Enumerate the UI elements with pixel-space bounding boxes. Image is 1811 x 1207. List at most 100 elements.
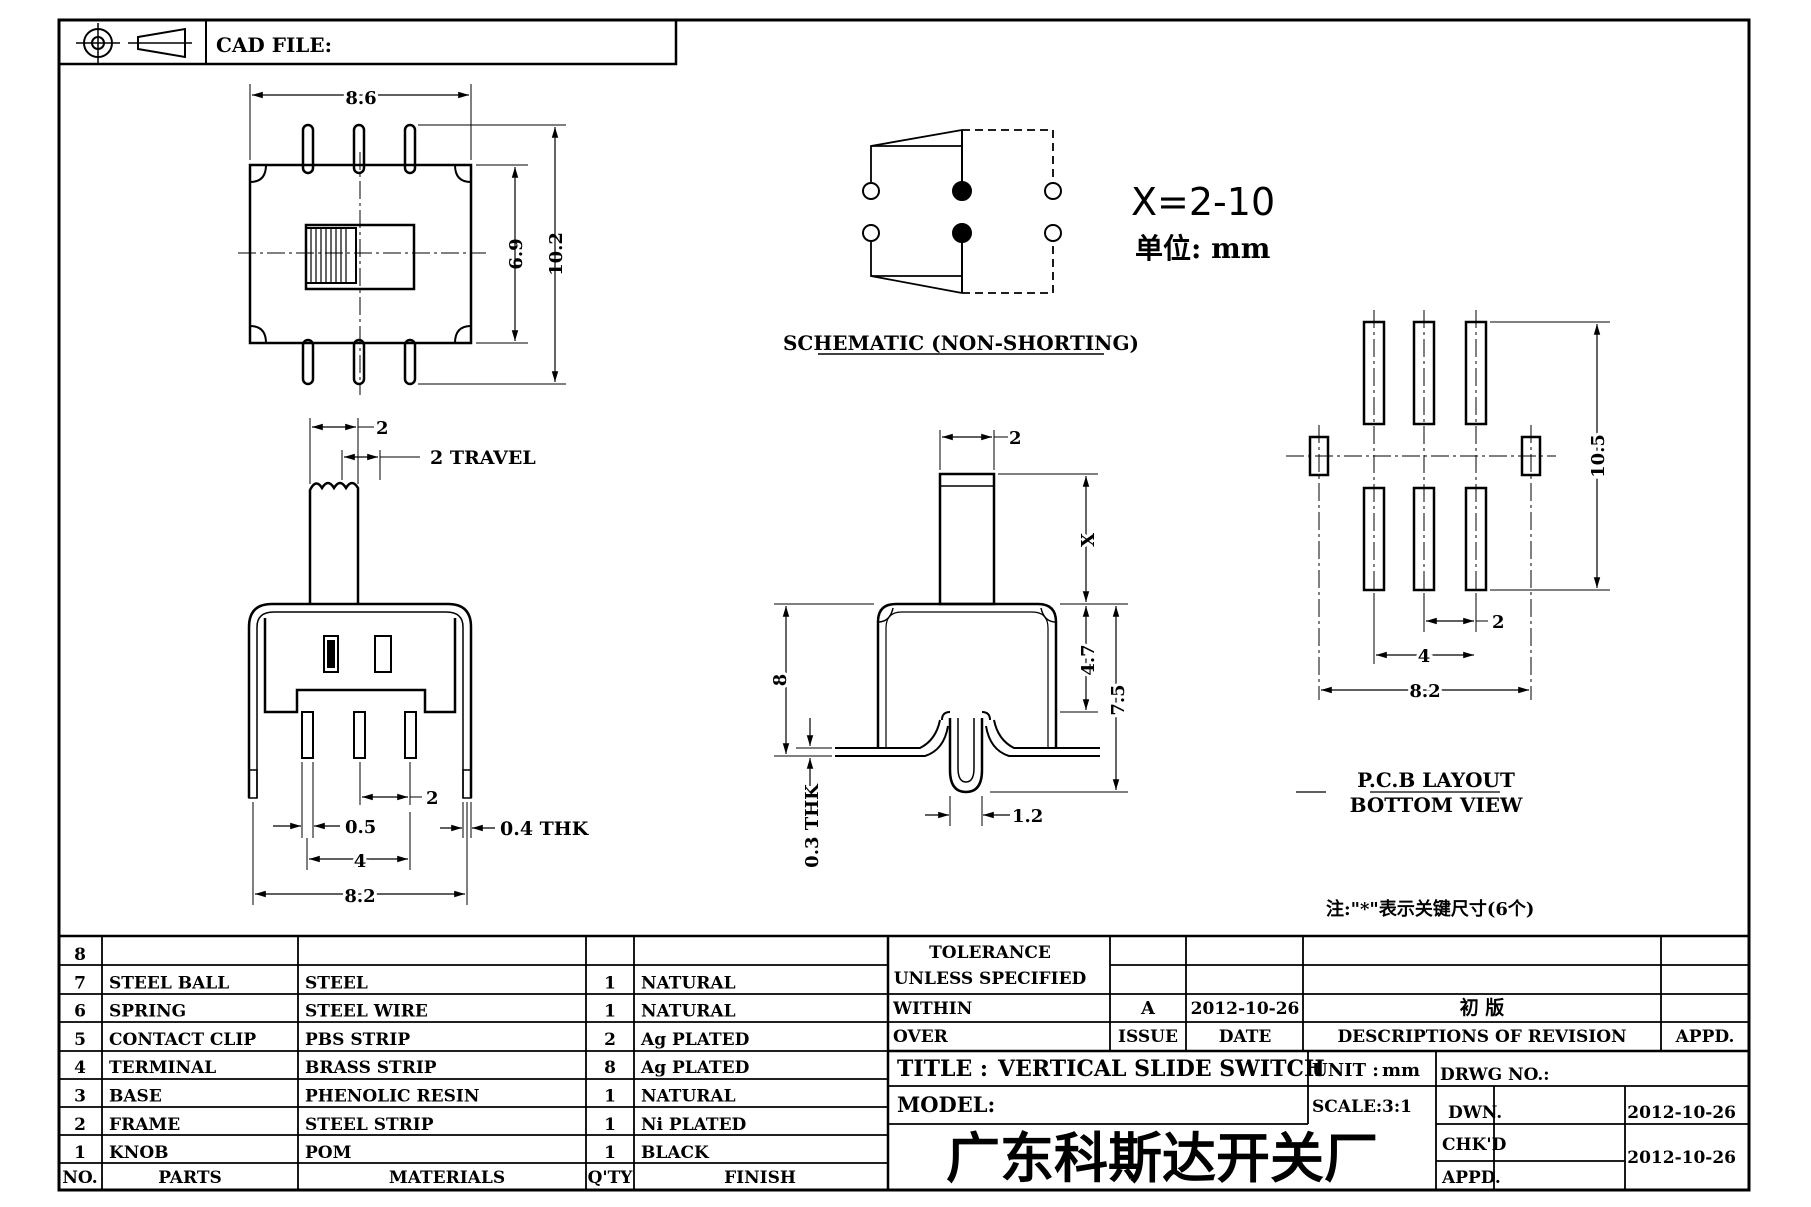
- front-view: [774, 430, 1128, 826]
- key-dims-note: 注:"*"表示关键尺寸(6个): [1326, 898, 1534, 920]
- bom-cell: Ag PLATED: [640, 1058, 750, 1078]
- pin: [301, 123, 315, 175]
- dim-top-width: 8.6: [345, 88, 376, 109]
- sheet-border: [57, 18, 1751, 1192]
- dim-pcb-height: 10.5: [1588, 434, 1609, 478]
- bom-cell: PHENOLIC RESIN: [305, 1087, 479, 1107]
- pin: [404, 711, 417, 759]
- bom-cell: BRASS STRIP: [305, 1058, 437, 1078]
- scale-value: 3:1: [1382, 1097, 1412, 1117]
- bom-cell: PBS STRIP: [305, 1030, 410, 1050]
- bom-cell: NATURAL: [641, 1002, 736, 1022]
- unit-note: 单位: mm: [1135, 232, 1270, 265]
- dim-side-overall: 8.2: [344, 886, 375, 907]
- header-box: CAD FILE:: [57, 18, 678, 66]
- bom-cell: Ag PLATED: [640, 1030, 750, 1050]
- terminal-common: [952, 181, 972, 201]
- cad-file-label: CAD FILE:: [216, 33, 332, 57]
- appd-label: APPD.: [1441, 1168, 1501, 1188]
- revision-date-header: DATE: [1219, 1027, 1272, 1047]
- bom-cell: STEEL STRIP: [305, 1115, 434, 1135]
- dim-side-travel: 2 TRAVEL: [430, 447, 536, 469]
- bom-header: MATERIALS: [389, 1168, 505, 1188]
- pcb-layout: [1286, 310, 1610, 793]
- side-knob: [308, 481, 360, 605]
- drwg-no-label: DRWG NO.:: [1440, 1065, 1550, 1085]
- drawing-title: VERTICAL SLIDE SWITCH: [997, 1056, 1325, 1082]
- revision-issue: A: [1140, 998, 1156, 1019]
- bom-cell: Ni PLATED: [641, 1115, 747, 1135]
- dim-top-height-outer: 10.2: [546, 232, 567, 276]
- pin: [352, 338, 366, 386]
- dim-front-overall-height: 7.5: [1108, 684, 1129, 715]
- pin: [352, 123, 366, 175]
- bom-cell: 1: [604, 1143, 616, 1163]
- tolerance-label: TOLERANCE: [929, 943, 1051, 963]
- bom-header: Q'TY: [588, 1168, 634, 1188]
- revision-description-header: DESCRIPTIONS OF REVISION: [1337, 1027, 1626, 1047]
- revision-appd-header: APPD.: [1675, 1027, 1735, 1047]
- terminal: [862, 224, 880, 242]
- bom-cell: 6: [74, 1002, 86, 1022]
- bom-table: [59, 934, 1749, 1190]
- x-range-note: X=2-10: [1131, 180, 1275, 224]
- company-name: 广东科斯达开关厂: [946, 1127, 1378, 1190]
- top-view: [238, 84, 566, 395]
- pin: [301, 338, 315, 386]
- dim-pcb-pitch: 2: [1492, 612, 1505, 633]
- bom-cell: CONTACT CLIP: [109, 1030, 256, 1050]
- pin: [353, 711, 366, 759]
- bom-cell: FRAME: [109, 1115, 180, 1135]
- revision-table: [888, 936, 1749, 1190]
- dim-side-pin-width: 0.5: [345, 817, 376, 838]
- bom-cell: 5: [74, 1030, 86, 1050]
- bom-cell: 7: [74, 973, 86, 993]
- pin: [403, 123, 417, 175]
- front-body: [876, 602, 1058, 748]
- dim-side-thickness: 0.4 THK: [500, 818, 590, 840]
- dim-front-x: X: [1078, 533, 1099, 547]
- chkd-label: CHK'D: [1442, 1135, 1507, 1155]
- revision-date: 2012-10-26: [1191, 999, 1300, 1019]
- dim-pcb-overall: 8.2: [1409, 681, 1440, 702]
- bom-cell: STEEL: [305, 973, 368, 993]
- dim-side-knob: 2: [376, 418, 389, 439]
- bom-cell: 8: [604, 1058, 616, 1078]
- revision-description: 初 版: [1460, 996, 1505, 1019]
- bom-cell: TERMINAL: [109, 1058, 216, 1078]
- title-label: TITLE :: [897, 1056, 988, 1082]
- terminal-common: [952, 223, 972, 243]
- dim-front-body-height: 4.7: [1078, 644, 1099, 675]
- unit-value: mm: [1382, 1060, 1420, 1081]
- dim-pcb-span: 4: [1418, 646, 1431, 667]
- schematic-diagram: [818, 129, 1104, 355]
- side-body: [263, 618, 457, 714]
- bom-cell: 4: [74, 1058, 86, 1078]
- dim-front-pin-width: 1.2: [1012, 806, 1043, 827]
- pin: [403, 338, 417, 386]
- terminal: [862, 182, 880, 200]
- bom-cell: STEEL WIRE: [305, 1002, 428, 1022]
- tolerance-over: OVER: [893, 1027, 949, 1047]
- dim-side-span: 4: [354, 851, 367, 872]
- pcb-layout-title: P.C.B LAYOUT: [1357, 768, 1515, 792]
- bom-cell: NATURAL: [641, 1087, 736, 1107]
- tolerance-within: WITHIN: [892, 999, 972, 1019]
- schematic-title: SCHEMATIC (NON-SHORTING): [783, 331, 1139, 355]
- bom-cell: NATURAL: [641, 973, 736, 993]
- front-knob: [938, 472, 996, 606]
- bom-cell: 1: [74, 1143, 86, 1163]
- scale-label: SCALE:: [1312, 1097, 1382, 1117]
- model-label: MODEL:: [897, 1092, 995, 1117]
- bom-cell: 3: [74, 1087, 86, 1107]
- revision-issue-header: ISSUE: [1118, 1027, 1178, 1047]
- bom-cell: SPRING: [109, 1002, 186, 1022]
- terminal: [1044, 182, 1062, 200]
- dwn-date: 2012-10-26: [1627, 1103, 1736, 1123]
- first-angle-projection-icon: [76, 23, 192, 63]
- pin: [301, 711, 314, 759]
- bom-cell: 1: [604, 1087, 616, 1107]
- pcb-layout-subtitle: BOTTOM VIEW: [1350, 793, 1523, 817]
